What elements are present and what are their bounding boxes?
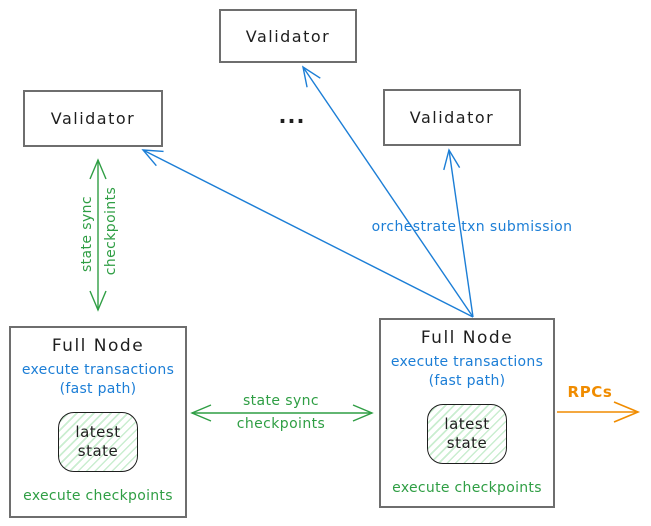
latest-state-box-right: latest state xyxy=(427,404,507,464)
validator-box-left: Validator xyxy=(23,90,163,147)
state-sync-vertical-label-line2: checkpoints xyxy=(103,186,119,276)
validator-left-label: Validator xyxy=(50,109,136,128)
full-node-left-fast-path: (fast path) xyxy=(59,381,137,397)
validator-top-label: Validator xyxy=(245,26,331,46)
validators-ellipsis: ... xyxy=(278,104,306,128)
full-node-left-execute-checkpoints: execute checkpoints xyxy=(23,488,173,504)
full-node-left-exec-transactions: execute transactions xyxy=(21,362,175,378)
state-sync-vertical-label-line1: state sync xyxy=(79,195,95,273)
latest-state-left-line1: latest xyxy=(75,423,121,442)
full-node-right-fast-path: (fast path) xyxy=(428,373,506,389)
validator-right-label: Validator xyxy=(409,108,495,127)
full-node-right-exec-transactions: execute transactions xyxy=(390,354,544,370)
latest-state-box-left: latest state xyxy=(58,412,138,472)
full-node-right-execute-checkpoints: execute checkpoints xyxy=(392,480,542,496)
full-node-left-title: Full Node xyxy=(51,336,145,356)
validator-box-top: Validator xyxy=(219,9,357,63)
latest-state-right-line1: latest xyxy=(444,415,490,434)
latest-state-right-line2: state xyxy=(446,434,488,452)
validator-box-right: Validator xyxy=(383,89,521,146)
orchestrate-txn-submission-label: orchestrate txn submission xyxy=(371,219,573,235)
latest-state-left-line2: state xyxy=(77,442,119,460)
state-sync-horizontal-label-line2: checkpoints xyxy=(236,416,326,432)
rpcs-label: RPCs xyxy=(567,383,613,401)
full-node-box-right: Full Node execute transactions (fast pat… xyxy=(379,318,555,508)
full-node-box-left: Full Node execute transactions (fast pat… xyxy=(9,326,187,518)
full-node-right-title: Full Node xyxy=(420,328,514,348)
state-sync-horizontal-label-line1: state sync xyxy=(242,393,320,409)
